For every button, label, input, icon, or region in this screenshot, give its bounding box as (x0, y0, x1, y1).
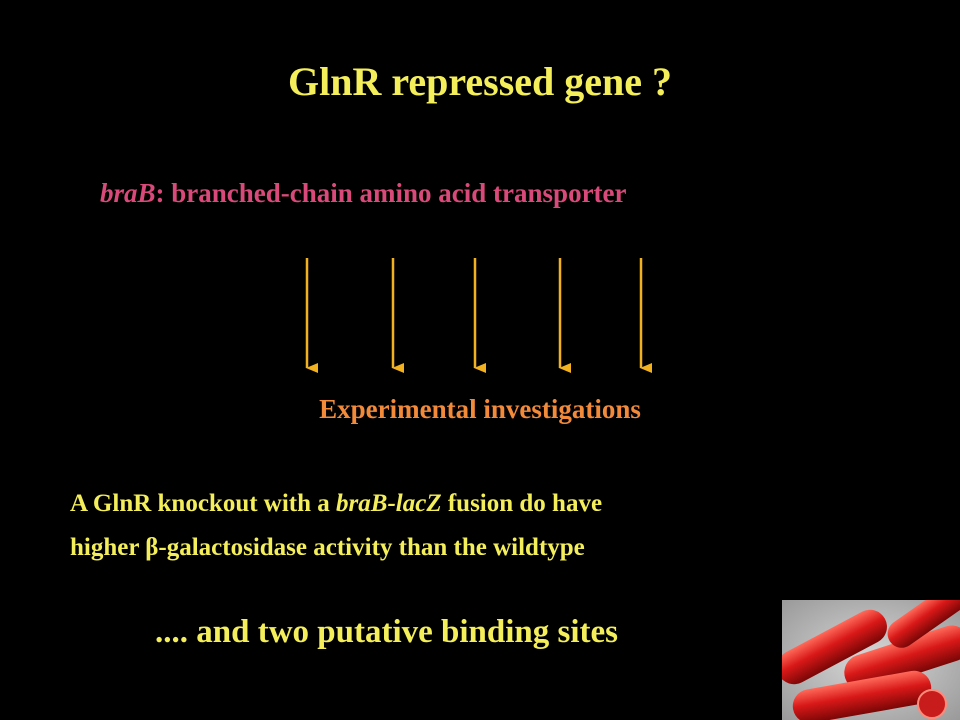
gene-description-text: : branched-chain amino acid transporter (155, 178, 627, 208)
bacteria-micrograph-icon (782, 600, 960, 720)
paragraph-line-1: A GlnR knockout with a braB-lacZ fusion … (70, 490, 603, 517)
knockout-paragraph: A GlnR knockout with a braB-lacZ fusion … (70, 482, 602, 570)
fusion-gene-name: braB-lacZ (336, 490, 442, 517)
paragraph-line-2: higher β-galactosidase activity than the… (70, 534, 585, 561)
gene-description: braB: branched-chain amino acid transpor… (100, 176, 627, 210)
experimental-investigations-label: Experimental investigations (319, 394, 641, 424)
binding-sites-text: .... and two putative binding sites (155, 614, 619, 650)
gene-name: braB (100, 178, 156, 208)
slide-title: GlnR repressed gene ? (287, 59, 673, 104)
